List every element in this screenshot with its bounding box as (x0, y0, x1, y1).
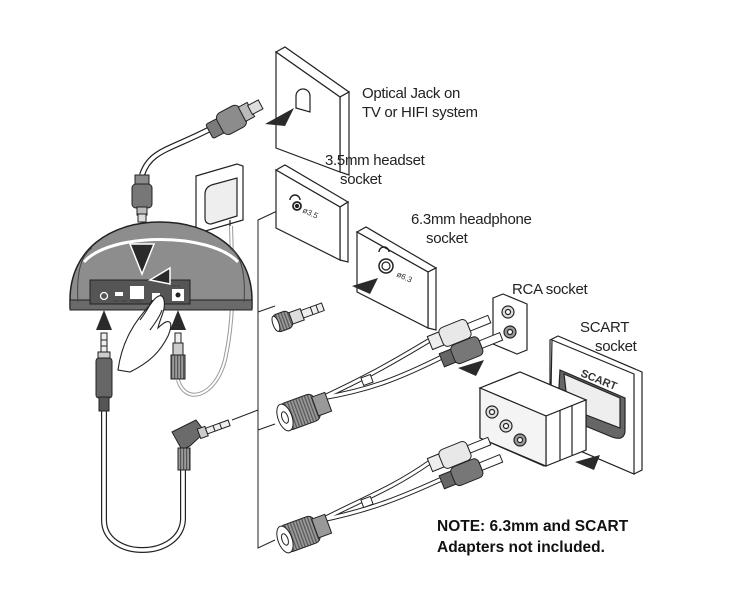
label-headset-line2: socket (340, 171, 382, 188)
adapter-6-3mm-plug (271, 302, 325, 333)
arrow-power-button (147, 266, 171, 285)
optical-port (130, 286, 144, 299)
headphone-6-3mm-panel (355, 226, 438, 331)
dc-power-plug (170, 332, 186, 380)
label-headphone-line2: socket (426, 230, 468, 247)
label-scart-line2: socket (595, 338, 637, 355)
label-headset-socket: 3.5mm headset socket (325, 151, 425, 189)
port-label-ch2: CH2 (121, 299, 127, 303)
label-optical-jack: Optical Jack on TV or HIFI system (362, 84, 478, 122)
rca-y-cable-upper (276, 314, 504, 432)
optical-cable (131, 99, 264, 223)
label-headset-line1: 3.5mm headset (325, 152, 425, 169)
audio-cable-3-5mm (95, 332, 259, 553)
label-scart-line1: SCART (580, 319, 630, 336)
headset-3-5mm-panel (274, 164, 350, 263)
note-line2: Adapters not included. (437, 539, 605, 556)
rca-socket-panel (492, 293, 528, 355)
bracket-line (257, 204, 291, 549)
hand-illustration (117, 295, 172, 373)
label-optical-line2: TV or HIFI system (362, 104, 478, 121)
arrow-headphone (352, 278, 378, 294)
arrow-audio-out (96, 310, 112, 330)
note-adapters: NOTE: 6.3mm and SCART Adapters not inclu… (437, 516, 628, 558)
arrow-rca (458, 360, 484, 376)
port-label-ch1: CH1 (113, 299, 119, 303)
channel-switch (115, 292, 123, 296)
arrow-optical (265, 108, 294, 126)
label-headphone-socket: 6.3mm headphone socket (411, 210, 532, 248)
power-button (152, 293, 160, 300)
optical-wall-panel (274, 46, 351, 176)
label-rca-line1: RCA socket (512, 281, 588, 298)
scart-adapter (478, 371, 588, 467)
label-rca-socket: RCA socket (512, 280, 588, 299)
port-label-optical: OPTICAL (130, 299, 143, 303)
label-optical-line1: Optical Jack on (362, 85, 461, 102)
port-label-dc-in: DC IN (172, 284, 180, 288)
arrow-scart (575, 455, 600, 470)
note-line1: NOTE: 6.3mm and SCART (437, 518, 629, 535)
label-scart-socket: SCART socket (580, 318, 637, 356)
rca-y-cable-lower (276, 436, 504, 554)
arrow-optical-in (128, 243, 156, 277)
audio-out-port (99, 291, 109, 301)
label-headphone-line1: 6.3mm headphone (411, 211, 532, 228)
arrow-dc-in (170, 310, 186, 330)
